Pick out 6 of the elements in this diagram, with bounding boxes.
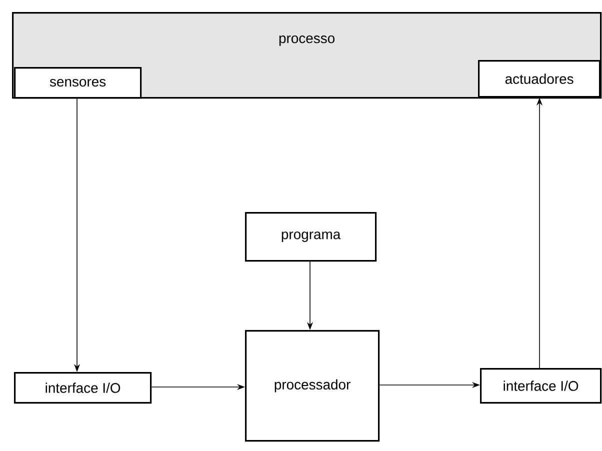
processor-box: processador [245,330,380,442]
sensor-box: sensores [14,67,142,99]
interface-box: interface I/O [14,372,152,404]
interface-box: interface I/O [480,368,602,404]
program-box: programa [245,212,377,262]
actuator-box: actuadores [478,60,601,98]
